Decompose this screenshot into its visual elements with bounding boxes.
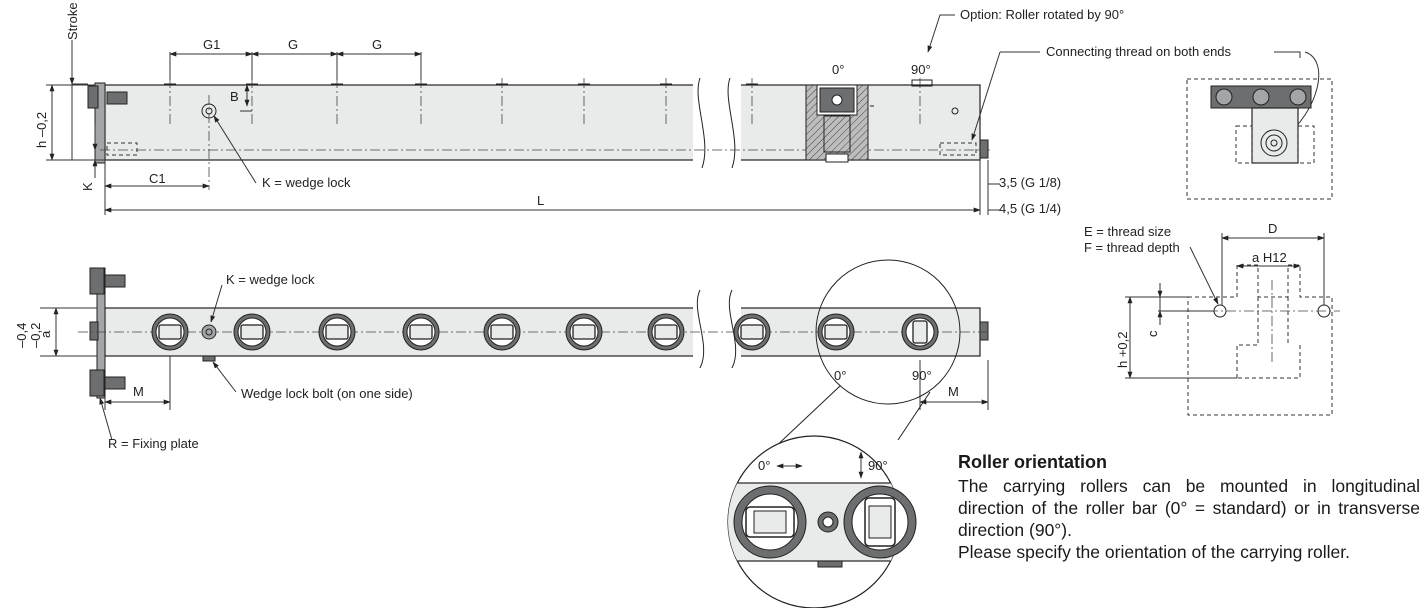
wedge-lock-bolt	[202, 355, 216, 362]
roller-0deg	[565, 313, 603, 351]
label-e-thread: E = thread size	[1084, 224, 1171, 239]
plate-bolt-shank	[106, 91, 128, 105]
label-m-right: M	[948, 384, 959, 399]
wedge-lock-top	[201, 324, 217, 340]
label-h-minus: h –0,2	[34, 112, 49, 148]
label-deg0-zoom: 0°	[758, 458, 770, 473]
label-wedge-bolt: Wedge lock bolt (on one side)	[241, 386, 413, 401]
label-deg90-top: 90°	[911, 62, 931, 77]
break-line-right	[727, 77, 736, 169]
end-view-outline	[1186, 78, 1333, 200]
roller-section	[805, 84, 869, 163]
roller-0deg	[318, 313, 356, 351]
end-view	[1186, 78, 1333, 200]
end-thread-circle	[1260, 129, 1288, 157]
plan-dimensions	[40, 284, 989, 441]
roller-0deg	[233, 313, 271, 351]
detail-circle-small	[815, 259, 961, 405]
label-k: K	[80, 182, 95, 191]
break-gap	[693, 78, 741, 168]
label-deg90-zoom: 90°	[868, 458, 888, 473]
roller-orientation-note: Roller orientation The carrying rollers …	[958, 452, 1420, 563]
label-d: D	[1268, 221, 1277, 236]
zoom-roller-0deg	[733, 485, 807, 559]
roller-0deg	[402, 313, 440, 351]
plate-bolt-head	[87, 85, 99, 109]
label-a-tol-lower: –0,2	[28, 323, 43, 348]
label-connecting-thread: Connecting thread on both ends	[1046, 44, 1232, 59]
label-m-left: M	[133, 384, 144, 399]
vent-hole	[951, 107, 959, 115]
label-g-2: G	[372, 37, 382, 52]
break-line-left	[697, 77, 706, 169]
plan-labels: –0,4 –0,2 a K = wedge lock Wedge lock bo…	[14, 272, 959, 451]
roller-0deg	[817, 313, 855, 351]
label-k-wedge-top: K = wedge lock	[262, 175, 351, 190]
thread-right-hidden	[939, 142, 977, 156]
label-thread-14: 4,5 (G 1/4)	[999, 201, 1061, 216]
label-f-thread: F = thread depth	[1084, 240, 1180, 255]
detail-callout	[737, 259, 961, 483]
roller-0deg	[733, 313, 771, 351]
label-stroke: Stroke	[65, 2, 80, 40]
label-c: c	[1145, 330, 1160, 337]
zoom-detail: 0° 90°	[727, 435, 917, 608]
label-deg0-plan: 0°	[834, 368, 846, 383]
break-line-right-2	[728, 289, 737, 369]
label-option: Option: Roller rotated by 90°	[960, 7, 1124, 22]
cross-section	[1125, 233, 1340, 416]
side-labels: Stroke h –0,2 K G1 G G B C1 K = wedge lo…	[34, 2, 1232, 216]
label-deg90-plan: 90°	[912, 368, 932, 383]
note-text-2: Please specify the orientation of the ca…	[958, 542, 1351, 562]
label-a-tol-upper: –0,4	[14, 323, 29, 348]
roller-90-marker	[911, 79, 933, 87]
roller-0deg	[151, 313, 189, 351]
thread-left-hidden	[106, 142, 138, 156]
label-deg0-top: 0°	[832, 62, 844, 77]
label-k-wedge-plan: K = wedge lock	[226, 272, 315, 287]
label-c1: C1	[149, 171, 166, 186]
label-g1: G1	[203, 37, 220, 52]
thread-plug-top	[979, 321, 989, 341]
fixing-plate-side	[94, 82, 106, 164]
break-line-left-2	[696, 289, 705, 369]
side-view	[87, 77, 990, 190]
label-h-plus: h +0,2	[1115, 331, 1130, 368]
label-b: B	[230, 89, 239, 104]
roller-0deg	[483, 313, 521, 351]
label-a: a	[38, 330, 53, 338]
label-a-h12: a H12	[1252, 250, 1287, 265]
note-text-1: The carrying rollers can be mounted in l…	[958, 476, 1420, 540]
label-thread-18: 3,5 (G 1/8)	[999, 175, 1061, 190]
label-g-1: G	[288, 37, 298, 52]
roller-90deg	[901, 313, 939, 351]
zoom-roller-90deg	[843, 485, 917, 559]
label-l: L	[537, 193, 544, 208]
roller-0deg	[647, 313, 685, 351]
note-title: Roller orientation	[958, 452, 1108, 472]
thread-plug-right	[979, 139, 989, 159]
roller-row	[151, 313, 939, 351]
section-labels: D E = thread size F = thread depth a H12…	[1084, 221, 1287, 368]
label-fixing-plate: R = Fixing plate	[108, 436, 199, 451]
